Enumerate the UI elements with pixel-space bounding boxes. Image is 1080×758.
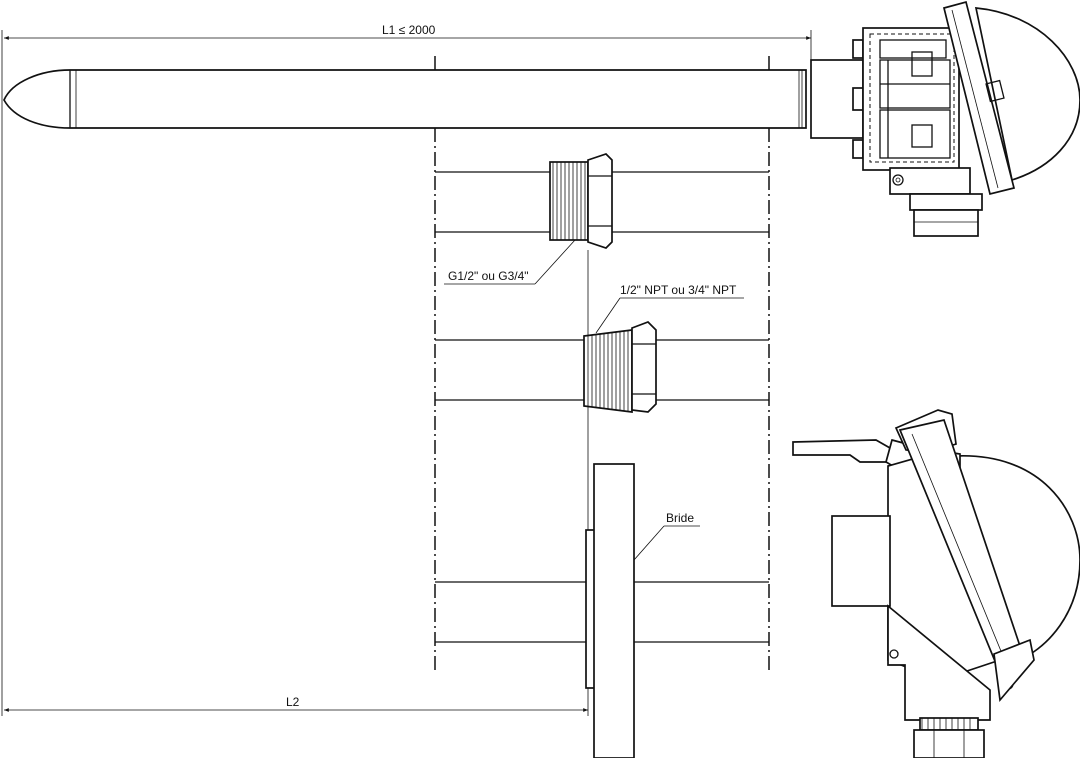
dimension-l1: L1 ≤ 2000 bbox=[1, 23, 812, 716]
variant-g-thread: G1/2" ou G3/4" bbox=[435, 153, 769, 285]
probe-sheath bbox=[3, 69, 807, 129]
l1-label: L1 ≤ 2000 bbox=[382, 23, 436, 37]
npt-thread-label: 1/2" NPT ou 3/4" NPT bbox=[620, 283, 737, 297]
g-thread-label: G1/2" ou G3/4" bbox=[448, 269, 529, 283]
break-lines bbox=[434, 56, 770, 670]
dimension-l2: L2 bbox=[4, 250, 589, 716]
variant-npt-thread: 1/2" NPT ou 3/4" NPT bbox=[435, 283, 769, 413]
connection-head-front bbox=[792, 409, 1080, 758]
variant-flange: Bride bbox=[435, 463, 769, 758]
l2-label: L2 bbox=[286, 695, 300, 709]
connection-head-side bbox=[810, 0, 1080, 237]
flange-label: Bride bbox=[666, 511, 694, 525]
